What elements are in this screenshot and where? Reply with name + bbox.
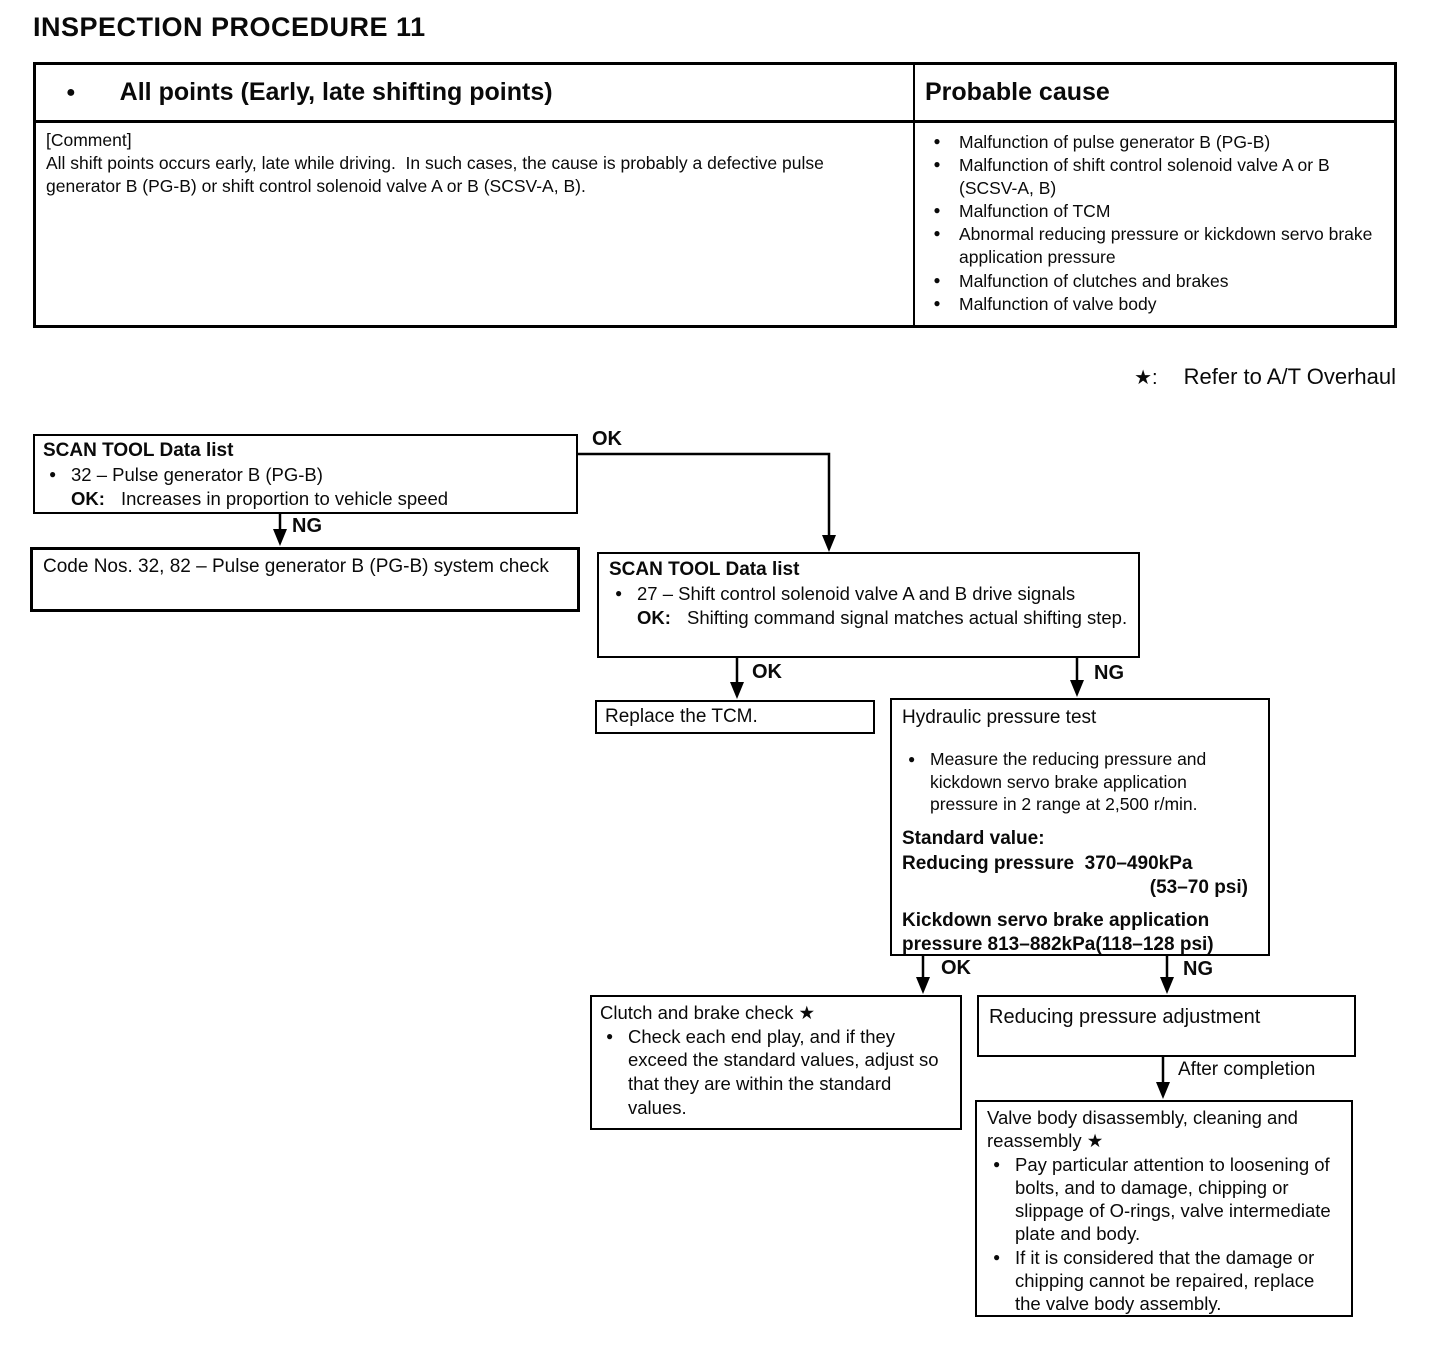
cause-text: Malfunction of valve body xyxy=(959,293,1157,314)
ok-result-text: Increases in proportion to vehicle speed xyxy=(121,487,449,509)
bullet-icon: ● xyxy=(908,752,916,767)
cause-text: Malfunction of clutches and brakes xyxy=(959,270,1229,291)
box-title: SCAN TOOL Data list xyxy=(43,440,234,461)
box-text: Code Nos. 32, 82 – Pulse generator B (PG… xyxy=(43,556,549,577)
flowchart-box-replace-tcm: Replace the TCM. xyxy=(595,700,875,734)
probable-cause-cell: ● Malfunction of pulse generator B (PG-B… xyxy=(915,123,1394,325)
cause-text: Malfunction of TCM xyxy=(959,201,1111,222)
box-line: OK: Increases in proportion to vehicle s… xyxy=(71,487,568,511)
box-line: ● 32 – Pulse generator B (PG-B) xyxy=(43,463,568,487)
box-line: ● Pay particular attention to loosening … xyxy=(987,1153,1341,1246)
probable-cause-header-cell: Probable cause xyxy=(915,65,1394,120)
connector-ok-top-line xyxy=(578,452,831,538)
star-footnote-text: Refer to A/T Overhaul xyxy=(1183,364,1396,389)
bullet-icon: ● xyxy=(933,203,941,218)
flowchart-box-code-check: Code Nos. 32, 82 – Pulse generator B (PG… xyxy=(30,547,580,612)
arrowhead-down-icon xyxy=(273,529,287,546)
arrowhead-down-icon xyxy=(1160,977,1174,994)
branch-label-ng: NG xyxy=(1094,662,1124,684)
bullet-icon: ● xyxy=(606,1028,614,1043)
star-footnote: ★: Refer to A/T Overhaul xyxy=(1134,364,1396,390)
flowchart-box-clutch-brake-check: Clutch and brake check ★ ● Check each en… xyxy=(590,995,962,1130)
list-item: ● Abnormal reducing pressure or kickdown… xyxy=(915,223,1386,269)
bullet-icon: ● xyxy=(933,226,941,241)
reducing-pressure-psi-value: (53–70 psi) xyxy=(1149,877,1248,899)
box-title: Clutch and brake check ★ xyxy=(600,1002,816,1023)
branch-label-after-completion: After completion xyxy=(1178,1059,1316,1080)
box-line: ● Measure the reducing pressure and kick… xyxy=(902,748,1258,815)
bullet-icon: ● xyxy=(933,157,941,172)
bullet-icon: ● xyxy=(993,1156,1001,1171)
page-title: INSPECTION PROCEDURE 11 xyxy=(33,12,426,42)
ok-result-label: OK: xyxy=(637,606,671,628)
arrowhead-down-icon xyxy=(1156,1082,1170,1099)
arrowhead-down-icon xyxy=(822,535,836,552)
comment-text: All shift points occurs early, late whil… xyxy=(46,152,829,196)
arrowhead-down-icon xyxy=(916,977,930,994)
scan-item-text: 27 – Shift control solenoid valve A and … xyxy=(637,583,1076,605)
bullet-icon: ● xyxy=(66,83,76,101)
bullet-icon: ● xyxy=(933,134,941,148)
symptom-cause-table: ● All points (Early, late shifting point… xyxy=(33,62,1397,328)
cause-text: Malfunction of pulse generator B (PG-B) xyxy=(959,132,1271,152)
bullet-icon: ● xyxy=(49,467,57,482)
box-title: Valve body disassembly, cleaning and rea… xyxy=(987,1107,1298,1152)
clutch-check-text: Check each end play, and if they exceed … xyxy=(628,1025,939,1118)
symptom-header-label: All points (Early, late shifting points) xyxy=(119,78,553,106)
arrowhead-down-icon xyxy=(730,682,744,699)
measure-text: Measure the reducing pressure and kickdo… xyxy=(930,749,1207,815)
branch-label-ok: OK xyxy=(592,428,622,450)
box-line: OK: Shifting command signal matches actu… xyxy=(637,606,1128,630)
reducing-pressure-value: Reducing pressure 370–490kPa xyxy=(902,852,1193,874)
branch-label-ok: OK xyxy=(941,957,971,979)
table-body-row: [Comment] All shift points occurs early,… xyxy=(36,123,1394,325)
flowchart-box-reducing-pressure-adjustment: Reducing pressure adjustment xyxy=(977,995,1356,1057)
symptom-header-cell: ● All points (Early, late shifting point… xyxy=(36,65,915,120)
box-title: Hydraulic pressure test xyxy=(902,707,1097,728)
box-line: ● 27 – Shift control solenoid valve A an… xyxy=(609,582,1128,606)
box-line: ● If it is considered that the damage or… xyxy=(987,1246,1341,1316)
list-item: ● Malfunction of shift control solenoid … xyxy=(915,154,1386,200)
flowchart-box-valve-body: Valve body disassembly, cleaning and rea… xyxy=(975,1100,1353,1317)
box-text: Reducing pressure adjustment xyxy=(989,1006,1261,1028)
flowchart-box-hydraulic-test: Hydraulic pressure test ● Measure the re… xyxy=(890,698,1270,956)
cause-text: Malfunction of shift control solenoid va… xyxy=(959,155,1330,199)
flowchart-box-scan-tool-2: SCAN TOOL Data list ● 27 – Shift control… xyxy=(597,552,1140,658)
branch-label-ng: NG xyxy=(292,515,322,537)
list-item: ● Malfunction of TCM xyxy=(915,200,1386,223)
probable-cause-header-label: Probable cause xyxy=(925,78,1110,106)
branch-label-ok: OK xyxy=(752,661,782,683)
standard-value-label: Standard value: xyxy=(902,828,1045,850)
cause-text: Abnormal reducing pressure or kickdown s… xyxy=(959,224,1373,268)
box-text: Replace the TCM. xyxy=(605,706,758,727)
bullet-icon: ● xyxy=(933,272,941,287)
comment-cell: [Comment] All shift points occurs early,… xyxy=(36,123,915,325)
arrowhead-down-icon xyxy=(1070,680,1084,697)
list-item: ● Malfunction of clutches and brakes xyxy=(915,270,1386,293)
comment-label: [Comment] xyxy=(46,130,132,150)
branch-label-ng: NG xyxy=(1183,958,1213,980)
ok-result-text: Shifting command signal matches actual s… xyxy=(687,606,1128,628)
bullet-icon: ● xyxy=(615,586,623,601)
valve-body-item: If it is considered that the damage or c… xyxy=(1015,1246,1315,1315)
box-line: ● Check each end play, and if they excee… xyxy=(600,1025,952,1120)
valve-body-item: Pay particular attention to loosening of… xyxy=(1015,1153,1331,1245)
list-item: ● Malfunction of valve body xyxy=(915,293,1386,316)
ok-result-label: OK: xyxy=(71,487,105,509)
bullet-icon: ● xyxy=(933,295,941,310)
table-header-row: ● All points (Early, late shifting point… xyxy=(36,65,1394,123)
scan-item-text: 32 – Pulse generator B (PG-B) xyxy=(71,464,323,486)
list-item: ● Malfunction of pulse generator B (PG-B… xyxy=(915,131,1386,154)
kickdown-pressure-value: Kickdown servo brake application pressur… xyxy=(902,910,1214,956)
star-icon: ★: xyxy=(1134,367,1158,389)
probable-cause-list: ● Malfunction of pulse generator B (PG-B… xyxy=(915,131,1386,316)
flowchart-box-scan-tool-1: SCAN TOOL Data list ● 32 – Pulse generat… xyxy=(33,434,578,514)
box-title: SCAN TOOL Data list xyxy=(609,559,800,580)
bullet-icon: ● xyxy=(993,1249,1001,1264)
